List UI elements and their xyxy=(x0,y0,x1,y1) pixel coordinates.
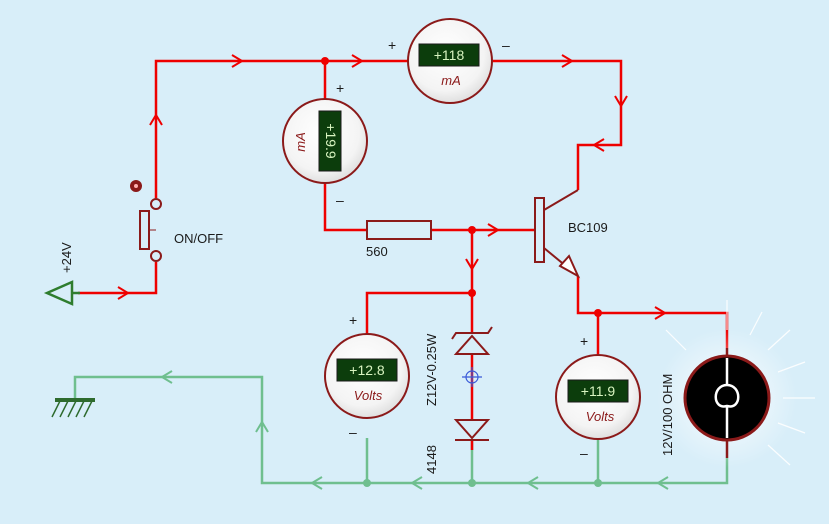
voltmeter-lamp-minus: – xyxy=(580,445,588,461)
live-junctions xyxy=(321,57,602,317)
ammeter-base-plus: + xyxy=(336,80,344,96)
voltmeter-lamp-reading: +11.9 xyxy=(581,383,616,399)
ammeter-top-reading: +118 xyxy=(434,47,465,63)
resistor-560[interactable]: 560 xyxy=(366,220,432,259)
diode-label: 4148 xyxy=(424,445,439,474)
signal-diode[interactable]: 4148 xyxy=(424,419,491,474)
ammeter-base-minus: – xyxy=(336,192,344,208)
transistor-bc109[interactable]: BC109 xyxy=(534,189,608,279)
live-flow-arrows xyxy=(117,54,667,320)
ground-junctions xyxy=(363,479,602,487)
ammeter-base-reading: +19.9 xyxy=(323,123,339,159)
transistor-label: BC109 xyxy=(568,220,608,235)
ammeter-base[interactable]: +19.9 mA + – xyxy=(282,80,368,208)
lamp[interactable]: 12V/100 OHM xyxy=(657,300,815,468)
ammeter-top-plus: + xyxy=(388,37,396,53)
zener-label: Z12V-0.25W xyxy=(424,333,439,406)
probe-marker[interactable] xyxy=(462,367,482,387)
voltmeter-zener-minus: – xyxy=(349,424,357,440)
ground-symbol[interactable] xyxy=(51,398,95,418)
voltmeter-lamp-plus: + xyxy=(580,333,588,349)
on-off-switch[interactable]: ON/OFF xyxy=(130,180,223,262)
supply-terminal[interactable]: +24V xyxy=(43,242,80,306)
voltmeter-lamp-unit: Volts xyxy=(586,409,615,424)
ammeter-base-unit: mA xyxy=(293,132,308,152)
voltmeter-zener-reading: +12.8 xyxy=(349,362,385,378)
voltmeter-lamp[interactable]: +11.9 Volts + – xyxy=(555,333,641,461)
ammeter-top-unit: mA xyxy=(441,73,461,88)
ammeter-top-minus: – xyxy=(502,37,510,53)
live-wires xyxy=(78,59,729,450)
resistor-label: 560 xyxy=(366,244,388,259)
lamp-label: 12V/100 OHM xyxy=(660,374,675,456)
supply-label: +24V xyxy=(59,242,74,273)
voltmeter-zener-unit: Volts xyxy=(354,388,383,403)
switch-label: ON/OFF xyxy=(174,231,223,246)
ground-flow-arrows xyxy=(160,370,669,490)
voltmeter-zener[interactable]: +12.8 Volts + – xyxy=(324,312,410,440)
ammeter-top[interactable]: +118 mA + – xyxy=(388,18,510,104)
zener-diode[interactable]: Z12V-0.25W xyxy=(424,326,493,406)
voltmeter-zener-plus: + xyxy=(349,312,357,328)
